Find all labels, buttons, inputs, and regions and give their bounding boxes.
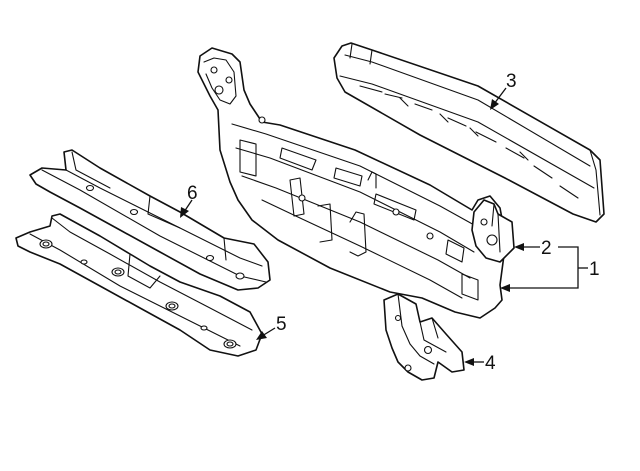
callout-2-leader <box>514 243 540 251</box>
callout-5-leader <box>256 327 276 340</box>
part-6-crossmember <box>29 149 271 291</box>
callout-3-leader <box>490 87 507 110</box>
part-5-crossmember <box>15 213 263 357</box>
part-2-bracket <box>471 199 515 263</box>
callout-6-leader <box>180 199 193 218</box>
callout-1-leader <box>500 246 588 292</box>
callout-1: 1 <box>589 259 600 280</box>
callout-3: 3 <box>506 71 517 92</box>
callout-4-leader <box>464 358 484 366</box>
part-4-bracket <box>383 293 465 381</box>
callout-4: 4 <box>485 353 496 374</box>
callout-2: 2 <box>541 238 552 259</box>
part-1-rear-body-panel <box>197 47 507 319</box>
part-3-rear-upper-reinforcement <box>333 42 605 223</box>
callout-6: 6 <box>187 183 198 204</box>
callout-5: 5 <box>276 314 287 335</box>
